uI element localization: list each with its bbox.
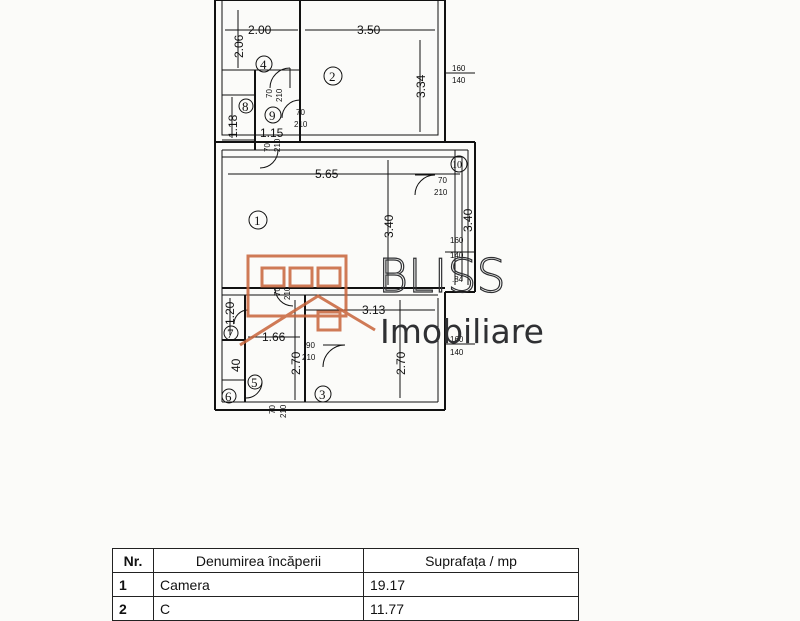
dim-1-20: 1.20: [223, 301, 237, 325]
row-room-name: C: [153, 596, 364, 621]
dim-2-00: 2.00: [248, 23, 272, 37]
dim-3-40-side: 3.40: [461, 208, 475, 232]
row-room-name: Camera: [153, 572, 364, 597]
dim-3-34: 3.34: [414, 74, 428, 98]
dim-3-13: 3.13: [362, 303, 386, 317]
door-g-height: 210: [283, 286, 292, 300]
door-b-width: 70: [296, 108, 305, 117]
window-3-height: 140: [450, 348, 464, 357]
room-1-label: 1: [254, 213, 261, 228]
dim-2-70-a: 2.70: [289, 351, 303, 375]
dim-3-40-main: 3.40: [382, 214, 396, 238]
door-d-height: 210: [434, 188, 448, 197]
room-8-label: 8: [242, 99, 249, 114]
door-b-height: 210: [294, 120, 308, 129]
door-c-width: 70: [263, 143, 272, 152]
room-area-table: Nr. Denumirea încăperii Suprafața / mp 1…: [112, 548, 579, 621]
door-e-width: 90: [306, 341, 315, 350]
door-e-height: 210: [302, 353, 316, 362]
room-7-label: 7: [227, 326, 234, 341]
table-row: 1 Camera 19.17: [112, 572, 579, 597]
dim-1-15: 1.15: [260, 126, 284, 140]
watermark-brand: BLISS: [378, 249, 506, 303]
door-f-height: 210: [279, 404, 288, 418]
window-1-height: 140: [452, 76, 466, 85]
room-2-label: 2: [329, 69, 336, 84]
floor-plan: 2.00 3.50 2.06 3.34 1.18 1.15 5.65 3.40 …: [214, 0, 544, 418]
dim-5-65: 5.65: [315, 167, 339, 181]
partial-dimension: .84: [452, 275, 464, 284]
door-a-height: 210: [275, 88, 284, 102]
dim-1-18: 1.18: [226, 114, 240, 138]
door-f-width: 70: [268, 405, 277, 414]
door-swings: [233, 67, 436, 399]
header-area: Suprafața / mp: [363, 548, 579, 573]
window-2-height: 140: [450, 251, 464, 260]
window-2-width: 160: [450, 236, 464, 245]
door-a-width: 70: [265, 89, 274, 98]
header-nr: Nr.: [112, 548, 154, 573]
dim-2-70-b: 2.70: [394, 351, 408, 375]
room-4-label: 4: [260, 57, 267, 72]
door-g-width: 70: [273, 287, 282, 296]
row-nr: 2: [112, 596, 154, 621]
dimension-lines: [225, 10, 475, 400]
table-header-row: Nr. Denumirea încăperii Suprafața / mp: [112, 548, 579, 573]
window-1-width: 160: [452, 64, 466, 73]
bliss-logo: [239, 254, 376, 347]
row-area: 19.17: [363, 572, 579, 597]
dim-40: 40: [229, 358, 243, 372]
dim-3-50: 3.50: [357, 23, 381, 37]
room-3-label: 3: [319, 387, 326, 402]
window-3-width: 160: [450, 335, 464, 344]
header-room-name: Denumirea încăperii: [153, 548, 364, 573]
room-5-label: 5: [251, 375, 258, 390]
room-6-label: 6: [225, 389, 232, 404]
room-markers: [221, 55, 468, 404]
row-area: 11.77: [363, 596, 579, 621]
dim-2-06: 2.06: [232, 34, 246, 58]
door-d-width: 70: [438, 176, 447, 185]
dim-1-66: 1.66: [262, 330, 286, 344]
door-c-height: 210: [273, 138, 282, 152]
row-nr: 1: [112, 572, 154, 597]
room-9-label: 9: [269, 108, 276, 123]
table-row: 2 C 11.77: [112, 596, 579, 621]
room-10-label: 10: [452, 160, 462, 171]
watermark-tagline: Imobiliare: [380, 312, 544, 351]
